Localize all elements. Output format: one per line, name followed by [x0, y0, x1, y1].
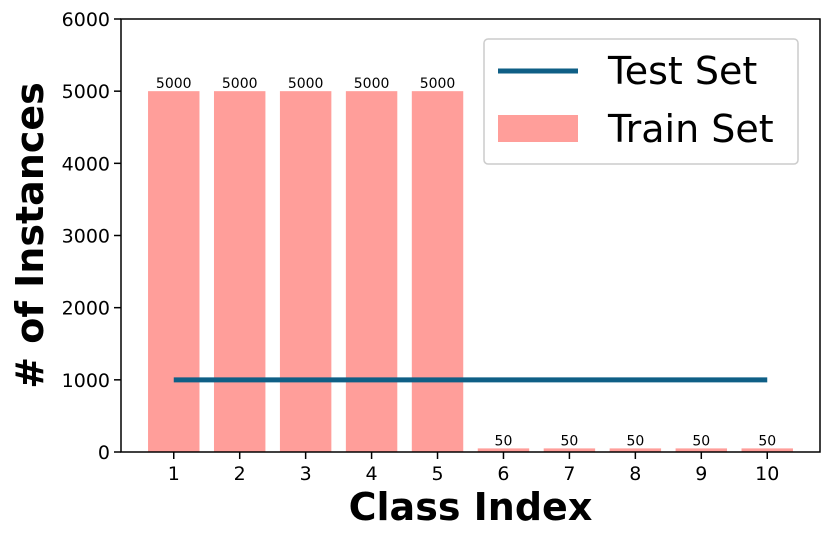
x-tick-label: 10: [755, 463, 779, 485]
bar-value-label-9: 50: [692, 433, 710, 449]
bar-labels-group: 5000 5000 5000 5000 5000 50 50 50 50 50: [156, 76, 776, 449]
y-tick-label: 1000: [62, 370, 110, 392]
y-tick-label: 6000: [62, 9, 110, 31]
bar-value-label-1: 5000: [156, 76, 192, 92]
bar-value-label-8: 50: [626, 433, 644, 449]
x-tick-label: 1: [168, 463, 180, 485]
y-axis: 0 1000 2000 3000 4000 5000 6000: [62, 9, 121, 464]
x-tick-label: 2: [234, 463, 246, 485]
y-tick-label: 4000: [62, 153, 110, 175]
bar-10: [741, 448, 793, 452]
x-axis-title: Class Index: [349, 485, 593, 529]
bar-4: [345, 91, 398, 453]
y-tick-label: 3000: [62, 226, 110, 248]
bar-9: [675, 448, 728, 452]
legend: Test Set Train Set: [483, 38, 799, 165]
bar-value-label-10: 50: [758, 433, 776, 449]
bar-value-label-2: 5000: [222, 76, 258, 92]
bar-value-label-3: 5000: [288, 76, 324, 92]
bar-6: [477, 448, 530, 452]
bar-1: [148, 91, 200, 453]
x-axis: 1 2 3 4 5 6 7 8 9 10: [168, 452, 779, 485]
x-tick-label: 9: [695, 463, 707, 485]
x-tick-label: 8: [629, 463, 641, 485]
y-axis-title: # of Instances: [8, 82, 52, 389]
bar-value-label-5: 5000: [420, 76, 456, 92]
y-tick-label: 0: [98, 442, 110, 464]
bar-3: [279, 91, 332, 453]
x-tick-label: 7: [563, 463, 575, 485]
bar-value-label-7: 50: [561, 433, 579, 449]
bars-group: [148, 91, 793, 453]
legend-label-test-set: Test Set: [607, 49, 757, 93]
bar-8: [609, 448, 662, 452]
bar-value-label-6: 50: [495, 433, 513, 449]
x-tick-label: 6: [497, 463, 509, 485]
bar-7: [543, 448, 596, 452]
x-tick-label: 4: [366, 463, 378, 485]
legend-label-train-set: Train Set: [607, 107, 774, 151]
x-tick-label: 3: [300, 463, 312, 485]
legend-swatch-train-set: [498, 115, 578, 142]
bar-5: [411, 91, 464, 453]
bar-2: [213, 91, 266, 453]
bar-value-label-4: 5000: [354, 76, 390, 92]
x-tick-label: 5: [431, 463, 443, 485]
y-tick-label: 2000: [62, 298, 110, 320]
y-tick-label: 5000: [62, 81, 110, 103]
